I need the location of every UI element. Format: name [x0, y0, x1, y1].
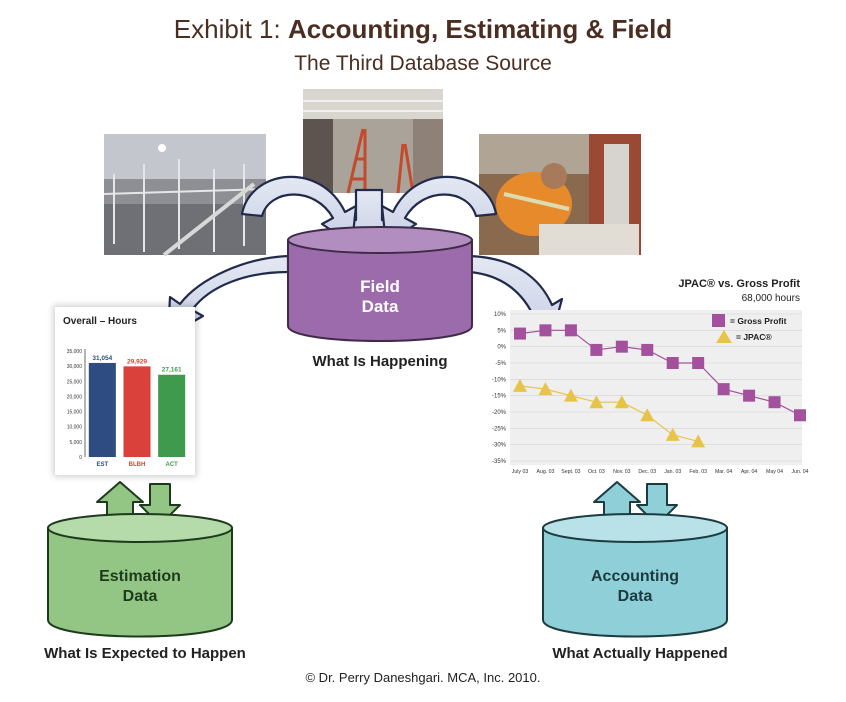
accounting-caption: What Actually Happened — [552, 645, 728, 662]
legend-gross-profit-label: = Gross Profit — [730, 316, 787, 326]
line-x-tick: Dec. 03 — [638, 469, 656, 475]
bar-category-label: BLBH — [129, 462, 146, 468]
jpac-point — [563, 388, 578, 402]
field-data-label: Field Data — [285, 277, 475, 317]
accounting-data-label: Accounting Data — [540, 567, 730, 607]
line-x-tick: July 03 — [512, 469, 529, 475]
gross-profit-point — [539, 324, 552, 337]
photo-construction-interior — [103, 134, 267, 257]
line-y-tick: -10% — [492, 377, 507, 383]
bar-y-tick: 20,000 — [67, 394, 83, 400]
jpac-point — [513, 378, 527, 392]
field-caption: What Is Happening — [312, 353, 448, 370]
bar-value-label: 27,161 — [162, 367, 182, 374]
line-x-tick: Jan. 03 — [664, 469, 681, 475]
bar-y-tick: 0 — [79, 455, 82, 461]
line-x-tick: May 04 — [766, 469, 783, 475]
gross-profit-point — [768, 396, 781, 409]
line-x-tick: Oct. 03 — [588, 469, 605, 475]
line-y-tick: -20% — [492, 410, 507, 416]
jpac-point — [691, 434, 706, 448]
gross-profit-point — [666, 357, 679, 369]
gross-profit-point — [641, 343, 654, 356]
estimation-label-line2: Data — [122, 588, 158, 605]
estimation-data-label: Estimation Data — [45, 567, 235, 607]
line-x-tick: Mar. 04 — [715, 469, 732, 475]
jpac-point — [665, 427, 680, 441]
line-y-tick: 5% — [497, 328, 506, 334]
gross-profit-point — [692, 357, 705, 369]
bar-y-tick: 15,000 — [67, 410, 83, 416]
line-y-tick: -15% — [492, 394, 507, 400]
jpac-point — [640, 408, 655, 422]
bar-y-tick: 30,000 — [67, 364, 83, 370]
field-data-cylinder — [287, 226, 473, 342]
bar-value-label: 29,929 — [127, 358, 147, 365]
bar-chart-title: Overall – Hours — [63, 316, 137, 327]
jpac-point — [589, 395, 604, 409]
gross-profit-point — [564, 324, 577, 337]
copyright-footer: © Dr. Perry Daneshgari. MCA, Inc. 2010. — [305, 670, 541, 685]
arrow-curve-left-in — [240, 175, 358, 246]
gross-profit-point — [590, 343, 603, 356]
jpac-point — [538, 382, 553, 396]
legend-jpac-marker — [716, 330, 732, 343]
line-y-tick: -30% — [492, 443, 507, 449]
photo-worker-vest — [479, 134, 641, 255]
line-plot-area — [510, 310, 802, 465]
line-y-tick: -5% — [495, 361, 506, 367]
bar-y-tick: 35,000 — [67, 349, 83, 355]
line-y-tick: -35% — [492, 459, 507, 465]
line-chart-subtitle: 68,000 hours — [741, 293, 800, 304]
line-x-tick: Aug. 03 — [537, 469, 555, 475]
line-x-tick: Nov. 03 — [613, 469, 631, 475]
line-y-tick: -25% — [492, 426, 507, 432]
legend-jpac-label: = JPAC® — [736, 332, 772, 342]
legend-gross-profit-marker — [712, 314, 725, 327]
bar-y-tick: 10,000 — [67, 425, 83, 431]
bar-blbh — [123, 366, 151, 457]
page-title: Exhibit 1: Accounting, Estimating & Fiel… — [0, 14, 846, 45]
bar-act — [158, 374, 186, 457]
estimation-label-line1: Estimation — [99, 568, 181, 585]
gross-profit-point — [717, 383, 730, 396]
line-x-tick: Jun. 04 — [791, 469, 808, 475]
accounting-label-line2: Data — [617, 588, 653, 605]
bar-value-label: 31,054 — [92, 355, 112, 362]
bar-y-tick: 25,000 — [67, 379, 83, 385]
line-chart-title: JPAC® vs. Gross Profit — [678, 278, 800, 290]
arrow-curve-to-bar — [166, 254, 290, 338]
estimation-caption: What Is Expected to Happen — [44, 645, 246, 662]
field-label-line1: Field — [360, 277, 400, 296]
field-label-line2: Data — [361, 297, 399, 316]
line-y-tick: 10% — [494, 312, 507, 318]
photo-ladder-room — [303, 89, 443, 194]
line-x-tick: Sept. 03 — [561, 469, 580, 475]
bar-est — [88, 362, 116, 457]
bar-chart-panel: Overall – Hours 35,000 30,000 25,000 20,000… — [55, 307, 195, 475]
gross-profit-point — [615, 340, 628, 353]
jpac-point — [614, 395, 629, 409]
line-x-tick: Feb. 03 — [689, 469, 707, 475]
title-bold: Accounting, Estimating & Field — [287, 14, 673, 44]
line-chart: 10% 5% 0% -5% -10% -15% -20% -25% -30% -35% July 0… — [492, 310, 809, 475]
bar-category-label: EST — [96, 462, 108, 468]
page-subtitle: The Third Database Source — [294, 52, 552, 75]
bar-category-label: ACT — [165, 462, 178, 468]
accounting-data-cylinder — [542, 513, 728, 638]
bar-y-tick: 5,000 — [69, 440, 82, 446]
estimation-data-cylinder — [47, 513, 233, 638]
gross-profit-point — [743, 389, 756, 402]
gross-profit-point — [514, 327, 526, 340]
line-x-tick: Apr. 04 — [741, 469, 758, 475]
gross-profit-point — [794, 409, 806, 422]
bar-chart: Overall – Hours 35,000 30,000 25,000 20,000… — [63, 316, 186, 468]
title-prefix: Exhibit 1: — [173, 14, 288, 44]
accounting-label-line1: Accounting — [591, 568, 679, 585]
line-y-tick: 0% — [497, 345, 506, 351]
